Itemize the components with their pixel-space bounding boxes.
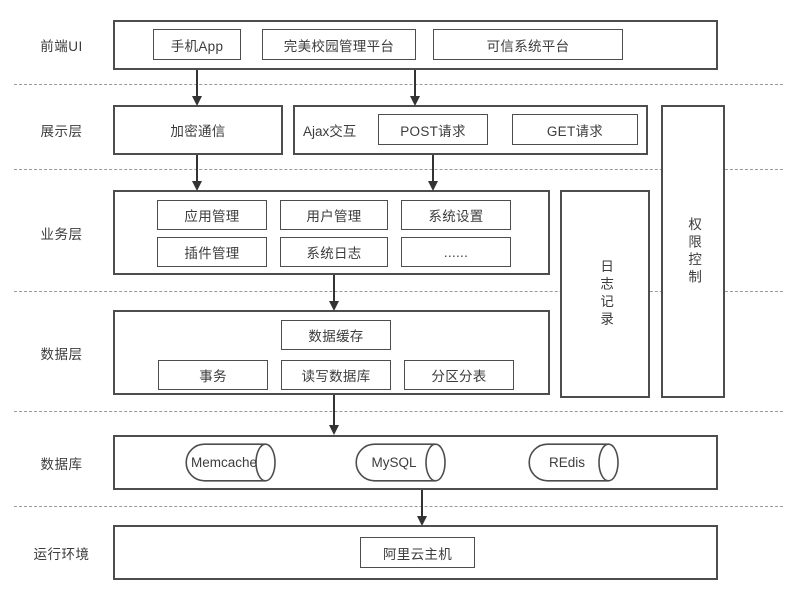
node-aliyun-host[interactable]: 阿里云主机	[360, 537, 475, 568]
cylinder-redis[interactable]: REdis	[528, 443, 628, 482]
arrow-data-to-database	[327, 395, 341, 437]
node-get-request[interactable]: GET请求	[512, 114, 638, 145]
node-encrypted-comm[interactable]: 加密通信	[113, 105, 283, 155]
layer-label-database: 数据库	[40, 456, 83, 472]
layer-separator-3	[14, 291, 783, 292]
arrow-frontend-to-presentation-right	[408, 70, 422, 107]
node-campus-platform[interactable]: 完美校园管理平台	[262, 29, 416, 60]
layer-label-data: 数据层	[40, 346, 83, 362]
node-post-request[interactable]: POST请求	[378, 114, 488, 145]
layer-separator-2	[14, 169, 783, 170]
arrow-business-to-data	[327, 275, 341, 312]
node-app-management[interactable]: 应用管理	[157, 200, 267, 230]
node-system-log[interactable]: 系统日志	[280, 237, 388, 267]
arrow-presentation-to-business-right	[426, 155, 440, 192]
node-transaction[interactable]: 事务	[158, 360, 268, 390]
pillar-auth-control[interactable]: 权限控制	[661, 105, 725, 398]
node-read-write-db[interactable]: 读写数据库	[281, 360, 391, 390]
node-data-cache[interactable]: 数据缓存	[281, 320, 391, 350]
layer-separator-1	[14, 84, 783, 85]
arrow-presentation-to-business-left	[190, 155, 204, 192]
arrow-database-to-runtime	[415, 490, 429, 527]
layer-label-presentation: 展示层	[40, 124, 83, 139]
node-mobile-app[interactable]: 手机App	[153, 29, 241, 60]
node-trusted-platform[interactable]: 可信系统平台	[433, 29, 623, 60]
layer-separator-5	[14, 506, 783, 507]
layer-separator-4	[14, 411, 783, 412]
label-ajax-interaction: Ajax交互	[303, 124, 357, 139]
node-user-management[interactable]: 用户管理	[280, 200, 388, 230]
arrow-frontend-to-presentation-left	[190, 70, 204, 107]
pillar-auth-control-label: 权限控制	[686, 216, 702, 287]
cylinder-memcache[interactable]: Memcache	[185, 443, 285, 482]
cylinder-mysql[interactable]: MySQL	[355, 443, 455, 482]
layer-label-runtime: 运行环境	[33, 546, 90, 562]
layer-label-business: 业务层	[40, 226, 83, 242]
pillar-log-record[interactable]: 日志记录	[560, 190, 650, 398]
node-plugin-management[interactable]: 插件管理	[157, 237, 267, 267]
layer-label-frontend: 前端UI	[40, 39, 83, 54]
node-partition-table[interactable]: 分区分表	[404, 360, 514, 390]
node-business-more[interactable]: ......	[401, 237, 511, 267]
node-system-settings[interactable]: 系统设置	[401, 200, 511, 230]
pillar-log-record-label: 日志记录	[598, 259, 614, 329]
